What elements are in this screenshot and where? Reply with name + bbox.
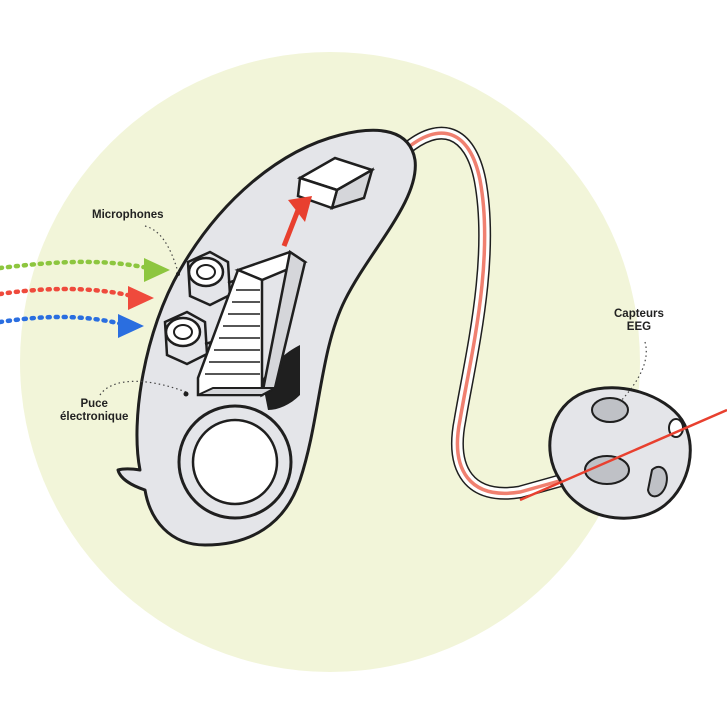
label-puce-electronique: Puce électronique	[60, 398, 128, 424]
microphone-bottom	[163, 310, 209, 366]
wire-tube	[398, 126, 577, 500]
label-capteurs-line2: EEG	[626, 321, 652, 333]
electronic-chip	[196, 249, 308, 398]
label-puce-line2: électronique	[60, 411, 129, 423]
green-sound-arrow-icon	[0, 258, 170, 282]
label-capteurs-line1: Capteurs	[614, 308, 664, 320]
microphone-top	[186, 250, 232, 307]
red-sound-arrow-icon	[0, 286, 154, 310]
leader-capteurs	[619, 341, 647, 403]
leader-lines	[99, 225, 647, 403]
signal-box	[296, 156, 376, 210]
label-microphones: Microphones	[92, 209, 164, 221]
earpiece	[548, 386, 692, 520]
receiver-disc	[177, 404, 293, 520]
blue-sound-arrow-icon	[0, 314, 144, 338]
label-capteurs-eeg: Capteurs EEG	[614, 308, 664, 334]
label-puce-line1: Puce	[80, 398, 108, 410]
leader-puce	[99, 380, 187, 396]
inner-panel-shade	[262, 345, 300, 410]
puce-marker-dot	[183, 391, 189, 397]
mic-marker-dot	[176, 272, 180, 276]
red-signal-line	[519, 408, 727, 502]
wire-red-line	[403, 131, 572, 495]
red-up-arrow-icon	[281, 196, 312, 247]
